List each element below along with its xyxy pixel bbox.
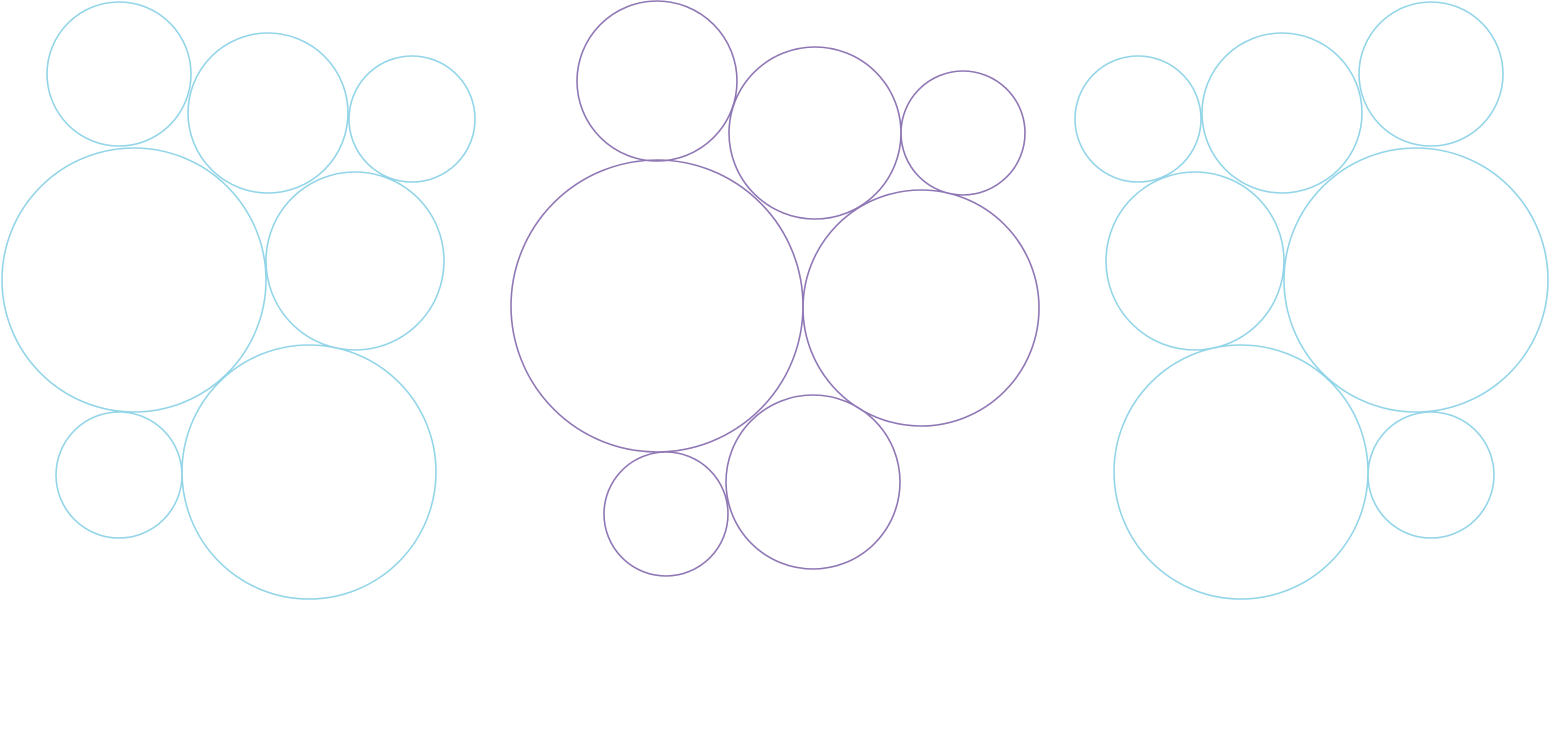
center-circle-cluster (510, 0, 1040, 577)
center-circle-1 (576, 0, 738, 162)
right-circle-2 (1201, 32, 1363, 194)
center-circle-3 (900, 70, 1026, 196)
right-circle-4 (1283, 147, 1549, 413)
left-circle-4 (1, 147, 267, 413)
right-circle-7 (1367, 411, 1495, 539)
right-circle-3 (1074, 55, 1202, 183)
left-circle-2 (187, 32, 349, 194)
center-circle-5 (802, 189, 1040, 427)
center-circle-6 (725, 394, 901, 570)
left-circle-1 (46, 1, 192, 147)
left-circle-7 (55, 411, 183, 539)
right-circle-1 (1358, 1, 1504, 147)
left-circle-5 (265, 171, 445, 351)
left-circle-cluster (1, 1, 476, 600)
right-circle-5 (1105, 171, 1285, 351)
left-circle-3 (348, 55, 476, 183)
center-circle-7 (603, 451, 729, 577)
right-circle-cluster (1074, 1, 1549, 600)
